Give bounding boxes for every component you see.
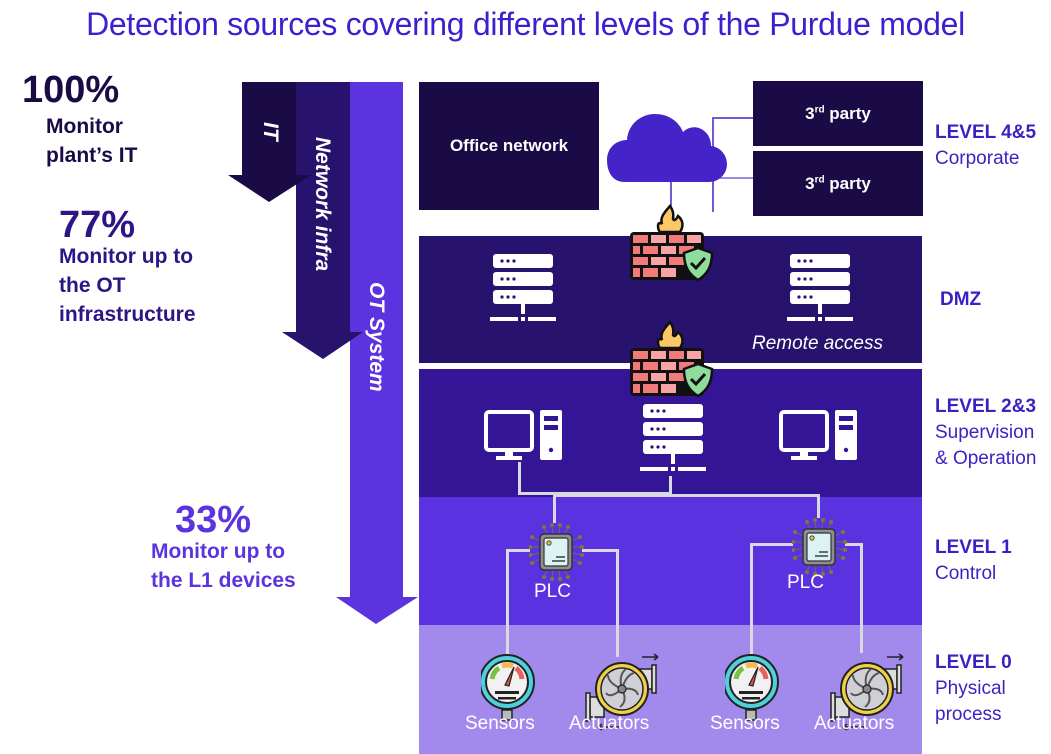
third-party-box: 3rd party xyxy=(753,151,923,216)
page-title: Detection sources covering different lev… xyxy=(86,6,965,42)
level-name: LEVEL 1 xyxy=(935,537,1012,558)
arrow-it-label: IT xyxy=(259,122,282,141)
arrow-ot-system-label: OT System xyxy=(365,282,388,392)
stat-it-desc-line: plant’s IT xyxy=(46,144,138,167)
level-name: LEVEL 2&3 xyxy=(935,396,1037,417)
third-party-label: 3rd party xyxy=(805,103,871,123)
level-desc: Control xyxy=(935,563,997,584)
wire xyxy=(518,462,521,494)
plc-label: PLC xyxy=(787,572,824,593)
dmz-label: DMZ xyxy=(940,287,981,313)
level-name: DMZ xyxy=(940,289,982,310)
office-network-box: Office network xyxy=(419,82,599,210)
third-party-label: 3rd party xyxy=(805,173,871,193)
stat-it-percent: 100% xyxy=(22,69,120,111)
wire xyxy=(553,495,556,523)
arrow-network-infra xyxy=(282,82,363,359)
workstation-icon xyxy=(484,410,564,462)
stat-it: 100% Monitor plant’s IT xyxy=(22,70,137,170)
level1-band xyxy=(419,497,922,625)
plc-label: PLC xyxy=(534,581,571,602)
sensor-gauge-icon xyxy=(725,652,779,722)
arrow-ot-system xyxy=(336,82,418,624)
wire xyxy=(845,543,861,546)
stat-ot-infra-desc-line: infrastructure xyxy=(59,303,196,326)
arrow-network-infra-label: Network infra xyxy=(311,137,334,272)
stat-ot-infra-percent: 77% xyxy=(59,204,136,246)
device-label-actuators: Actuators xyxy=(569,713,650,734)
stat-l1: 33% Monitor up to the L1 devices xyxy=(151,500,296,595)
wire xyxy=(817,494,820,518)
plc-chip-icon xyxy=(792,517,848,577)
level-desc: Physical xyxy=(935,678,1006,699)
plc-chip-icon xyxy=(529,522,585,582)
level-desc: process xyxy=(935,704,1002,725)
office-network-label: Office network xyxy=(449,136,569,155)
stat-ot-infra-desc-line: the OT xyxy=(59,274,126,297)
level-desc: Corporate xyxy=(935,148,1020,169)
wire xyxy=(582,549,618,552)
level-desc: & Operation xyxy=(935,448,1037,469)
wire xyxy=(506,549,530,552)
wire xyxy=(506,549,509,659)
level-4-5-label: LEVEL 4&5 Corporate xyxy=(935,120,1036,172)
wire xyxy=(750,543,753,660)
device-label-actuators: Actuators xyxy=(814,713,895,734)
coverage-arrows xyxy=(228,82,418,624)
firewall-icon xyxy=(630,204,714,282)
level-name: LEVEL 0 xyxy=(935,652,1012,673)
stat-l1-desc-line: Monitor up to xyxy=(151,540,286,563)
level-desc: Supervision xyxy=(935,422,1035,443)
third-party-box: 3rd party xyxy=(753,81,923,146)
sensor-gauge-icon xyxy=(481,652,535,722)
wire xyxy=(553,494,818,497)
wire xyxy=(518,492,670,495)
cloud-icon xyxy=(607,114,727,182)
workstation-icon xyxy=(779,410,859,462)
arrow-it xyxy=(228,82,311,202)
stat-it-desc-line: Monitor xyxy=(46,115,123,138)
stat-ot-infra-desc-line: Monitor up to xyxy=(59,245,194,268)
wire xyxy=(860,543,863,653)
stat-ot-infra: 77% Monitor up to the OT infrastructure xyxy=(59,205,196,329)
server-icon xyxy=(640,404,706,471)
stat-l1-percent: 33% xyxy=(175,499,252,541)
wire xyxy=(616,549,619,657)
server-icon xyxy=(787,254,853,321)
level-1-label: LEVEL 1 Control xyxy=(935,535,1012,587)
level-0-label: LEVEL 0 Physical process xyxy=(935,650,1012,728)
server-icon xyxy=(490,254,556,321)
wire xyxy=(750,543,793,546)
firewall-icon xyxy=(630,320,714,398)
stat-l1-desc-line: the L1 devices xyxy=(151,569,296,592)
level-name: LEVEL 4&5 xyxy=(935,122,1037,143)
wire xyxy=(669,476,672,495)
device-label-sensors: Sensors xyxy=(710,713,780,734)
device-label-sensors: Sensors xyxy=(465,713,535,734)
level-2-3-label: LEVEL 2&3 Supervision & Operation xyxy=(935,394,1036,472)
remote-access-label: Remote access xyxy=(752,333,883,354)
